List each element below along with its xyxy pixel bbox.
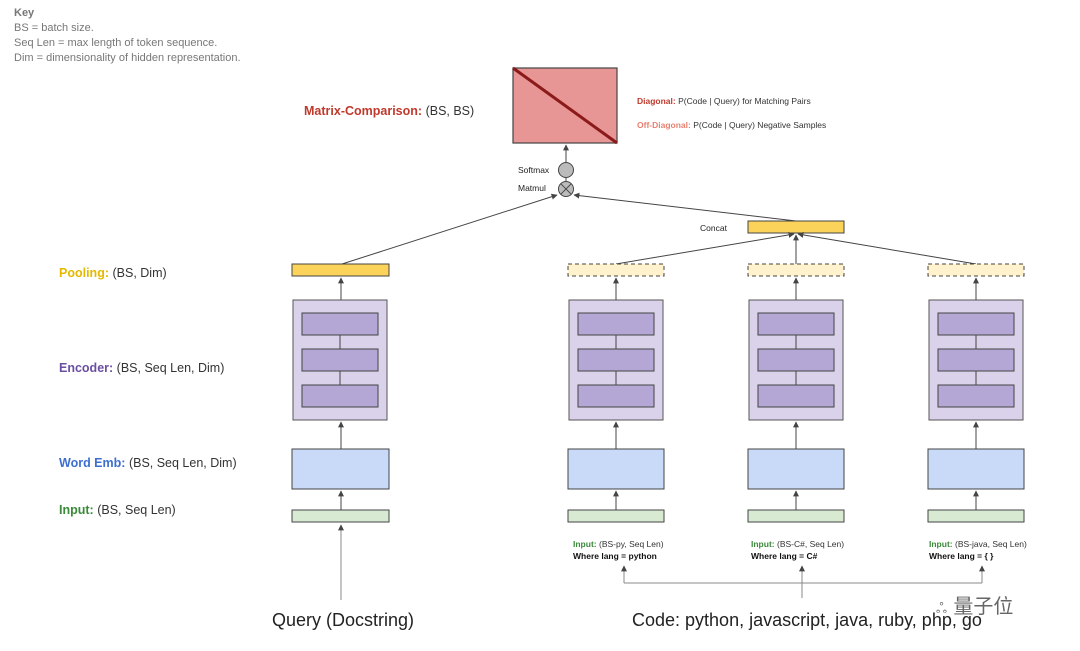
code3-input-note: Input: (BS-java, Seq Len) Where lang = {… [929, 539, 1027, 561]
key-line-seqlen: Seq Len = max length of token sequence. [14, 37, 218, 49]
softmax-label: Softmax [518, 165, 550, 175]
code2-pooling-bar [747, 263, 845, 277]
pooling-name: Pooling [59, 266, 105, 280]
query-pool-to-matmul-arrow [341, 193, 558, 265]
code3-input-bar [927, 509, 1025, 523]
legend-offdiagonal: Off-Diagonal: P(Code | Query) Negative S… [637, 120, 827, 130]
code1-encoder-layer-1 [577, 312, 655, 336]
key-line-dim: Dim = dimensionality of hidden represent… [14, 52, 241, 64]
word-emb-shape: (BS, Seq Len, Dim) [128, 456, 237, 470]
legend-offdiag-key: Off-Diagonal [637, 120, 688, 130]
matrix-comparison-shape: (BS, BS) [425, 104, 475, 118]
code2-encoder-layer-2 [757, 348, 835, 372]
code3-input-lang: Where lang = { } [929, 551, 994, 561]
legend-diagonal-text: P(Code | Query) for Matching Pairs [678, 96, 811, 106]
query-encoder-layer-2 [301, 348, 379, 372]
code3-input-key: Input [929, 539, 950, 549]
code2-encoder-layer-1 [757, 312, 835, 336]
code3-word-emb-block [927, 448, 1025, 490]
key-legend: Key BS = batch size. Seq Len = max lengt… [14, 6, 241, 66]
input-name: Input [59, 503, 90, 517]
word-emb-label: Word Emb: (BS, Seq Len, Dim) [59, 456, 237, 470]
watermark-icon: ஃ [936, 601, 947, 617]
query-encoder-layer-1 [301, 312, 379, 336]
code1-pool-to-concat-arrow [615, 231, 795, 265]
code2-input-key: Input [751, 539, 772, 549]
matmul-label: Matmul [518, 183, 546, 193]
code3-encoder-layer-2 [937, 348, 1015, 372]
code1-word-emb-block [567, 448, 665, 490]
code3-pool-to-concat-arrow [797, 231, 977, 265]
key-title: Key [14, 7, 35, 19]
code1-encoder-layer-2 [577, 348, 655, 372]
encoder-shape: (BS, Seq Len, Dim) [116, 361, 225, 375]
matrix-diagonal-line [512, 66, 618, 145]
input-shape: (BS, Seq Len) [97, 503, 176, 517]
code1-pooling-bar [567, 263, 665, 277]
encoder-name: Encoder [59, 361, 110, 375]
query-encoder-layer-3 [301, 384, 379, 408]
watermark-logo: ஃ 量子位 [936, 590, 1013, 619]
concat-bar [747, 220, 845, 234]
code3-encoder-layer-1 [937, 312, 1015, 336]
code2-word-emb-block [747, 448, 845, 490]
code2-input-note: Input: (BS-C#, Seq Len) Where lang = C# [751, 539, 845, 561]
code1-input-note: Input: (BS-py, Seq Len) Where lang = pyt… [573, 539, 664, 561]
matrix-comparison-label: Matrix-Comparison: (BS, BS) [304, 104, 475, 118]
word-emb-name: Word Emb [59, 456, 122, 470]
pooling-shape: (BS, Dim) [112, 266, 167, 280]
code1-encoder-layer-3 [577, 384, 655, 408]
code-languages-label: Code: python, javascript, java, ruby, ph… [632, 610, 982, 630]
query-word-emb-block [291, 448, 390, 490]
concat-label: Concat [700, 223, 727, 233]
legend-diagonal-key: Diagonal [637, 96, 673, 106]
softmax-node [558, 162, 574, 178]
input-label: Input: (BS, Seq Len) [59, 503, 176, 517]
code1-input-bar [567, 509, 665, 523]
watermark-text: 量子位 [953, 594, 1014, 618]
code2-input-shape: (BS-C#, Seq Len) [777, 539, 845, 549]
key-line-bs: BS = batch size. [14, 22, 94, 34]
legend-diagonal: Diagonal: P(Code | Query) for Matching P… [637, 96, 811, 106]
legend-offdiag-text: P(Code | Query) Negative Samples [693, 120, 827, 130]
query-input-bar [291, 509, 390, 523]
code2-encoder-layer-3 [757, 384, 835, 408]
code1-input-lang: Where lang = python [573, 551, 657, 561]
code1-input-shape: (BS-py, Seq Len) [599, 539, 664, 549]
encoder-label: Encoder: (BS, Seq Len, Dim) [59, 361, 225, 375]
code2-input-bar [747, 509, 845, 523]
concat-to-matmul-arrow [573, 192, 797, 222]
code1-input-key: Input [573, 539, 594, 549]
matrix-comparison-name: Matrix-Comparison [304, 104, 418, 118]
query-docstring-label: Query (Docstring) [272, 610, 415, 630]
code3-pooling-bar [927, 263, 1025, 277]
matmul-cross-b [560, 183, 572, 195]
code3-input-shape: (BS-java, Seq Len) [955, 539, 1027, 549]
query-pooling-bar [291, 263, 390, 277]
code3-encoder-layer-3 [937, 384, 1015, 408]
code2-input-lang: Where lang = C# [751, 551, 818, 561]
pooling-label: Pooling: (BS, Dim) [59, 266, 167, 280]
